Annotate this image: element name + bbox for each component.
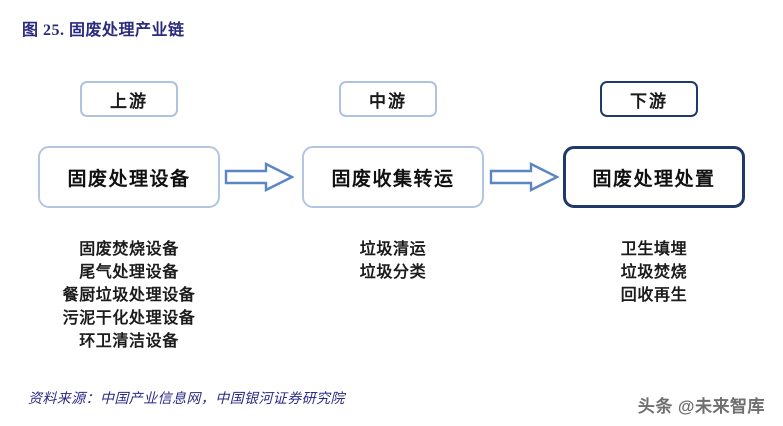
list-item: 污泥干化处理设备 [62, 310, 196, 327]
flow-arrow-right-icon [489, 162, 559, 192]
page-title: 图 25. 固废处理产业链 [22, 22, 185, 39]
stage-box-downstream: 固废处理处置 [563, 146, 745, 208]
source-note: 资料来源：中国产业信息网，中国银河证券研究院 [28, 392, 345, 407]
tier-label-downstream-text: 下游 [630, 91, 668, 111]
list-item: 环卫清洁设备 [79, 333, 179, 350]
stage-box-upstream: 固废处理设备 [38, 146, 220, 208]
detail-list-downstream: 卫生填埋 垃圾焚烧 回收再生 [563, 238, 745, 307]
stage-box-upstream-text: 固废处理设备 [67, 168, 191, 190]
tier-label-midstream: 中游 [339, 81, 437, 117]
flow-arrow-right-icon [224, 162, 294, 192]
tier-label-upstream: 上游 [80, 81, 178, 117]
stage-box-downstream-text: 固废处理处置 [592, 168, 716, 190]
list-item: 固废焚烧设备 [79, 241, 179, 258]
list-item: 垃圾分类 [359, 264, 427, 281]
list-item: 尾气处理设备 [79, 264, 179, 281]
list-item: 垃圾焚烧 [620, 264, 688, 281]
list-item: 餐厨垃圾处理设备 [62, 287, 196, 304]
detail-list-midstream: 垃圾清运 垃圾分类 [302, 238, 484, 284]
stage-box-midstream: 固废收集转运 [302, 146, 484, 208]
watermark: 头条 @未来智库 [638, 392, 765, 417]
list-item: 垃圾清运 [359, 241, 427, 258]
list-item: 回收再生 [620, 287, 688, 304]
stage-box-midstream-text: 固废收集转运 [331, 168, 455, 190]
tier-label-midstream-text: 中游 [369, 91, 407, 111]
tier-label-upstream-text: 上游 [110, 91, 148, 111]
watermark-brand: 头条 [637, 397, 673, 416]
tier-label-downstream: 下游 [600, 81, 698, 117]
watermark-handle: @未来智库 [677, 397, 765, 416]
detail-list-upstream: 固废焚烧设备 尾气处理设备 餐厨垃圾处理设备 污泥干化处理设备 环卫清洁设备 [38, 238, 220, 353]
list-item: 卫生填埋 [620, 241, 688, 258]
